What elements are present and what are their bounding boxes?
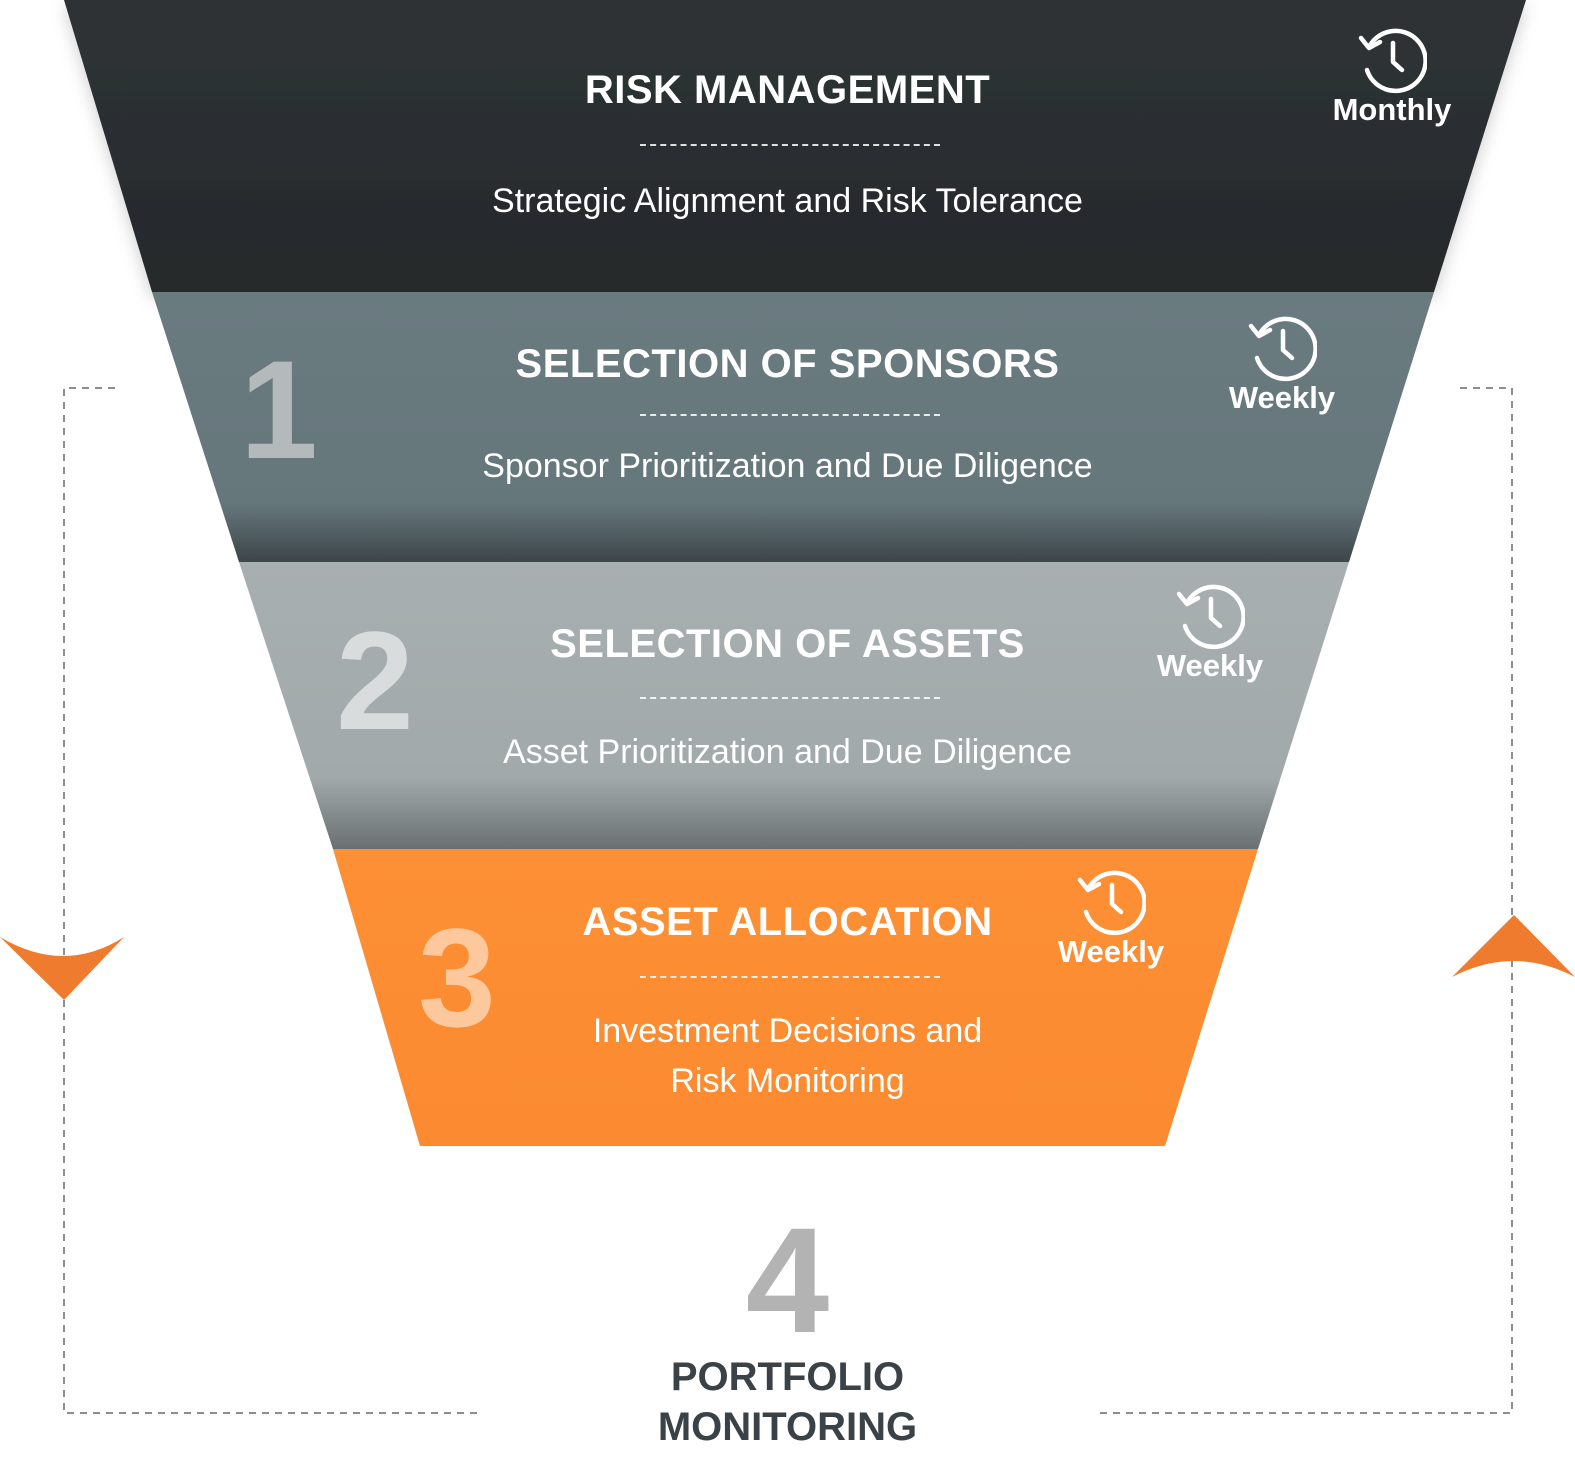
step-number-4: 4 xyxy=(745,1196,830,1364)
risk-management-frequency: Monthly xyxy=(1312,24,1472,128)
selection-of-assets-frequency-label: Weekly xyxy=(1156,648,1264,683)
risk-management-frequency-label: Monthly xyxy=(1332,92,1452,127)
clock-history-icon xyxy=(1358,28,1427,94)
risk-management-divider xyxy=(640,144,940,146)
loop-left-line xyxy=(63,387,480,1414)
step-number-1: 1 xyxy=(240,331,318,488)
layer-asset-allocation xyxy=(333,849,1258,1146)
layer-selection-of-sponsors xyxy=(152,292,1434,562)
selection-of-assets-divider xyxy=(640,697,940,699)
portfolio-title-line2: MONITORING xyxy=(657,1405,918,1449)
risk-management-subtitle: Strategic Alignment and Risk Tolerance xyxy=(492,182,1083,220)
portfolio-title-line1: PORTFOLIO xyxy=(670,1355,905,1399)
asset-allocation-subtitle-line2: Risk Monitoring xyxy=(670,1062,905,1100)
selection-of-assets-title: SELECTION OF ASSETS xyxy=(550,622,1025,666)
asset-allocation-divider xyxy=(640,976,940,978)
asset-allocation-frequency: Weekly xyxy=(1031,866,1191,970)
up-arrow-icon xyxy=(1452,915,1575,977)
selection-of-sponsors-title: SELECTION OF SPONSORS xyxy=(515,342,1060,386)
asset-allocation-title: ASSET ALLOCATION xyxy=(582,900,993,944)
monitoring-loop xyxy=(63,387,1513,1414)
selection-of-sponsors-subtitle: Sponsor Prioritization and Due Diligence xyxy=(482,447,1093,485)
selection-of-assets-subtitle: Asset Prioritization and Due Diligence xyxy=(503,733,1072,771)
loop-right-line xyxy=(1095,387,1513,1414)
step-number-2: 2 xyxy=(336,602,414,759)
portfolio-monitoring-title: PORTFOLIO MONITORING xyxy=(0,1352,1575,1452)
layer-risk-management xyxy=(64,0,1526,292)
clock-history-icon xyxy=(1176,584,1245,650)
asset-allocation-frequency-label: Weekly xyxy=(1057,934,1165,969)
clock-history-icon xyxy=(1248,316,1317,382)
layer-selection-of-assets xyxy=(239,562,1349,849)
selection-of-sponsors-divider xyxy=(640,414,940,416)
step-number-3: 3 xyxy=(418,899,496,1056)
down-arrow-icon xyxy=(0,937,124,1000)
clock-history-icon xyxy=(1077,870,1146,936)
selection-of-sponsors-frequency-label: Weekly xyxy=(1228,380,1336,415)
asset-allocation-subtitle-line1: Investment Decisions and xyxy=(592,1012,983,1050)
selection-of-assets-frequency: Weekly xyxy=(1130,580,1290,684)
selection-of-sponsors-frequency: Weekly xyxy=(1202,312,1362,416)
risk-management-title: RISK MANAGEMENT xyxy=(584,68,991,112)
